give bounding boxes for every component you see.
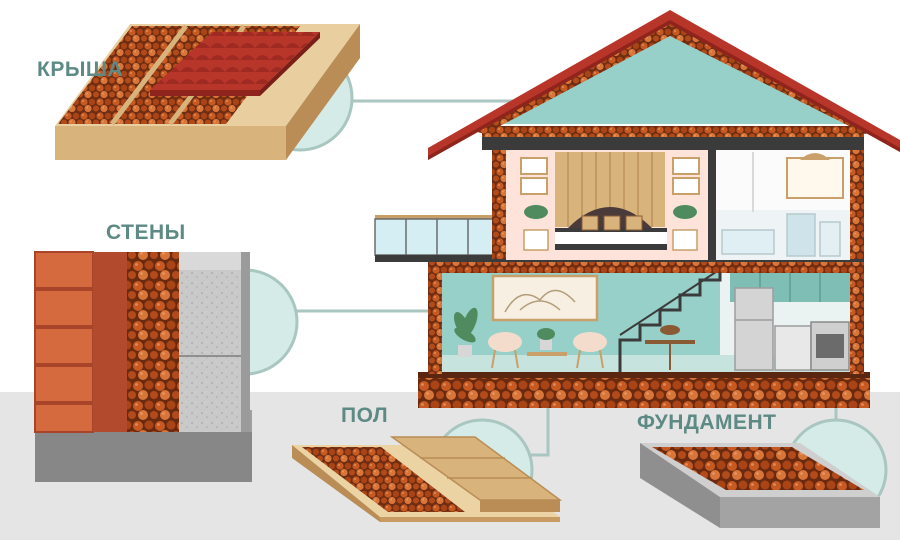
walls-label: СТЕНЫ xyxy=(106,221,186,244)
wall-section-icon xyxy=(34,251,252,482)
roof-label: КРЫША xyxy=(37,58,124,81)
floor-label: ПОЛ xyxy=(341,404,389,427)
foundation-section-icon xyxy=(640,443,880,528)
house-cutaway-icon xyxy=(374,10,900,408)
floor-section-icon xyxy=(292,436,563,522)
roof-section-icon xyxy=(55,24,360,160)
foundation-label: ФУНДАМЕНТ xyxy=(637,411,777,434)
